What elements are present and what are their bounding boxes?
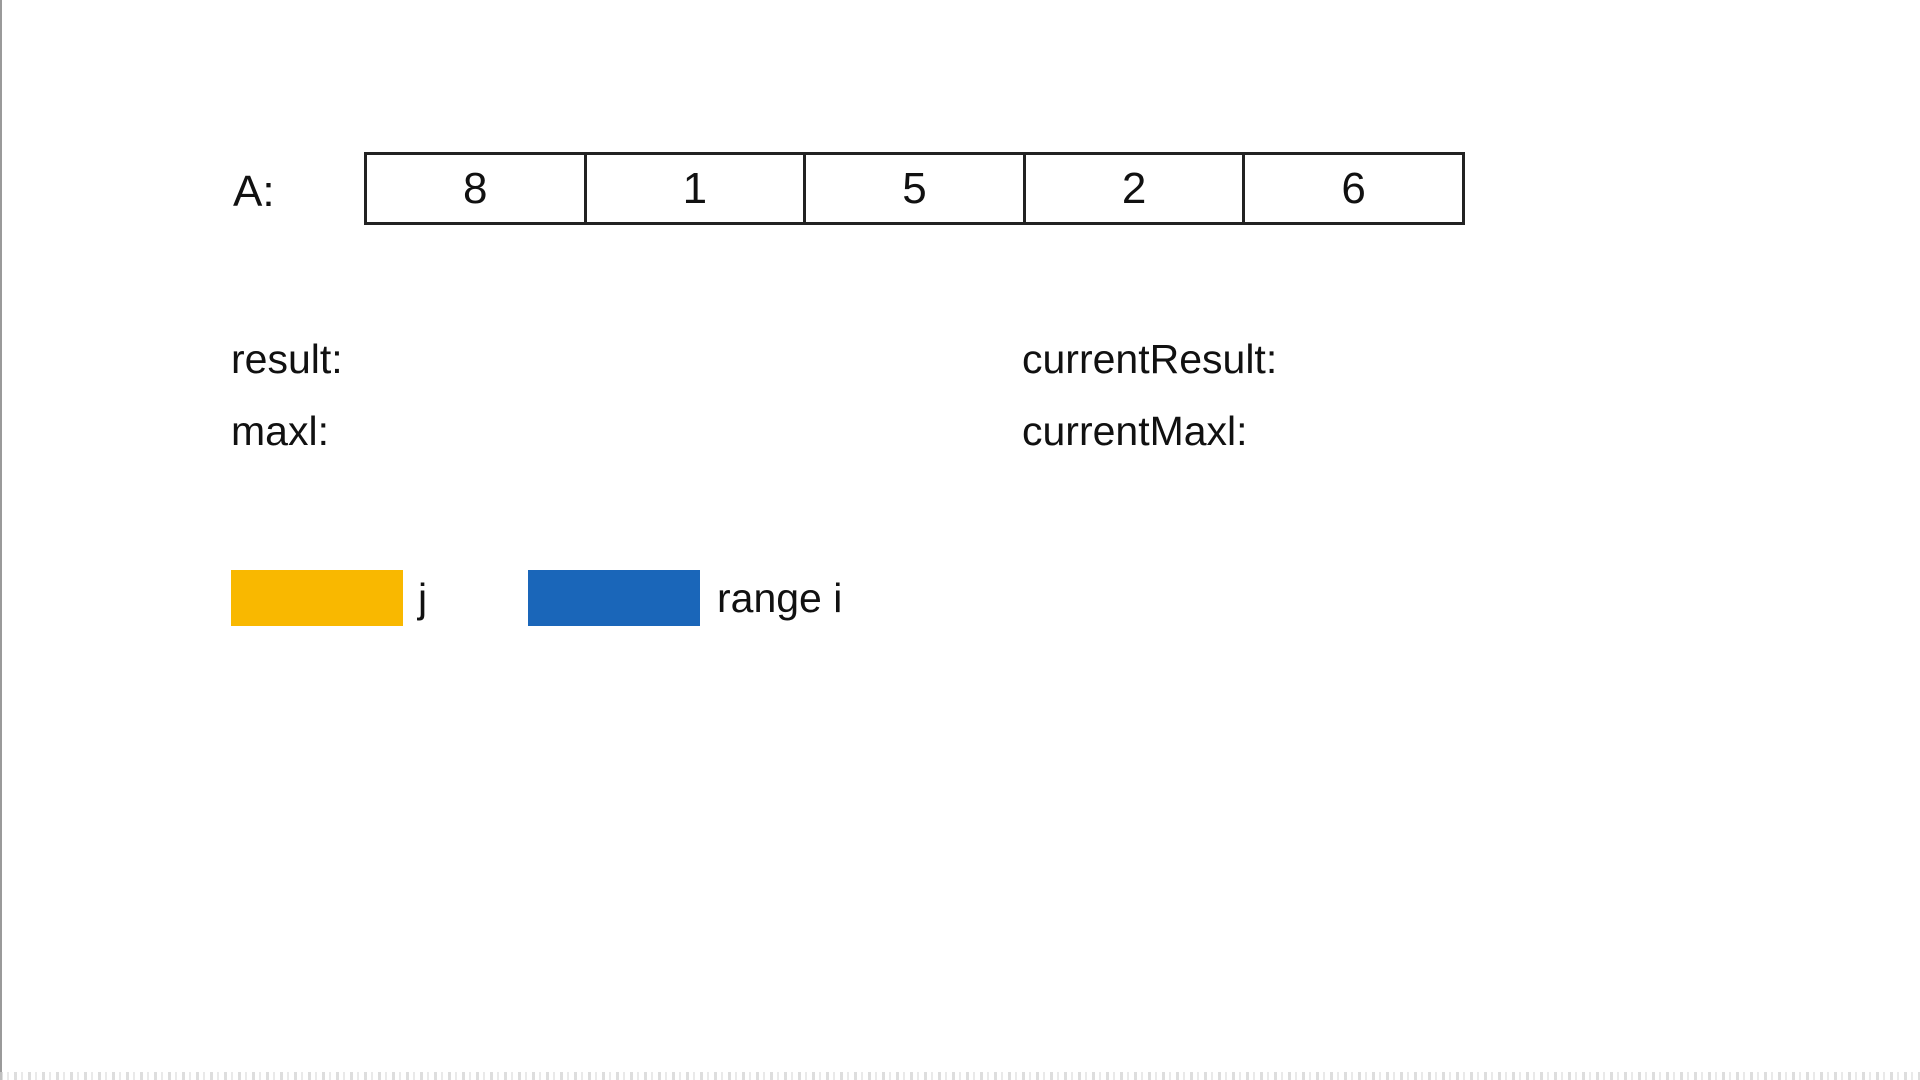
- legend-swatch-range-i: [528, 570, 700, 626]
- maxl-label: maxl:: [231, 408, 329, 454]
- slide-left-border: [0, 0, 2, 1080]
- result-label: result:: [231, 336, 343, 382]
- array-cell-1: 1: [587, 155, 807, 222]
- array-cells: 8 1 5 2 6: [364, 152, 1465, 225]
- array-cell-4: 6: [1341, 163, 1366, 213]
- array-cell-3: 2: [1026, 155, 1246, 222]
- array-cell-0: 8: [367, 155, 587, 222]
- legend-label-range-i: range i: [717, 575, 843, 621]
- array-cell-2: 5: [806, 155, 1026, 222]
- current-result-label: currentResult:: [1022, 336, 1278, 382]
- current-maxl-label: currentMaxl:: [1022, 408, 1248, 454]
- slide-bottom-edge: [0, 1072, 1920, 1080]
- legend-label-j: j: [418, 575, 428, 621]
- legend-swatch-j: [231, 570, 403, 626]
- array-label: A:: [233, 167, 275, 216]
